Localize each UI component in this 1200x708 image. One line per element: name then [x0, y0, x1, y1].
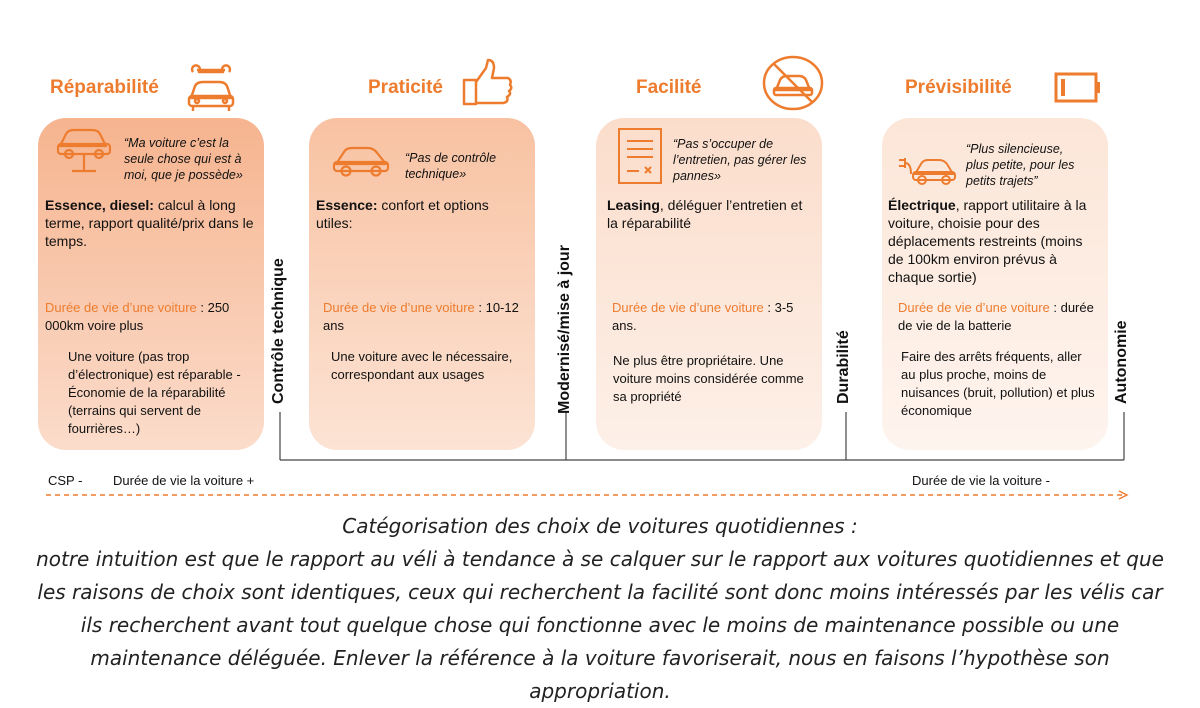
scale-csp: CSP - — [48, 473, 83, 488]
car-repair-icon — [187, 64, 235, 111]
divider-autonomie: Autonomie — [1113, 320, 1130, 404]
duration-previsibilite: Durée de vie d’une voiture : durée de vi… — [898, 300, 1094, 333]
desc-facilite: Leasing, déléguer l’entretien et la répa… — [607, 197, 803, 231]
electric-car-icon — [899, 158, 956, 185]
card-reparabilite — [38, 118, 264, 450]
caption-body: notre intuition est que le rapport au vé… — [36, 547, 1164, 703]
quote-reparabilite: “Ma voiture c’est la seule chose qui est… — [124, 136, 243, 182]
heading-facilite: Facilité — [636, 77, 702, 98]
divider-durabilite: Durabilité — [835, 330, 852, 404]
quote-praticite: “Pas de contrôle technique» — [405, 151, 497, 181]
contract-icon — [618, 128, 662, 184]
scale-left-label: Durée de vie la voiture + — [113, 473, 255, 488]
desc-previsibilite: Électrique, rapport utilitaire à la voit… — [888, 197, 1087, 285]
heading-praticite: Praticité — [368, 77, 443, 98]
note-facilite: Ne plus être propriétaire. Une voiture m… — [613, 353, 804, 404]
quote-facilite: “Pas s’occuper de l’entretien, pas gérer… — [673, 137, 807, 183]
duration-facilite: Durée de vie d’une voiture : 3-5 ans. — [612, 300, 794, 333]
desc-reparabilite: Essence, diesel: calcul à long terme, ra… — [45, 197, 254, 249]
caption-title: Catégorisation des choix de voitures quo… — [342, 514, 858, 538]
thumbs-up-icon — [462, 58, 513, 106]
note-previsibilite: Faire des arrêts fréquents, aller au plu… — [901, 349, 1095, 418]
quote-previsibilite: “Plus silencieuse, plus petite, pour les… — [966, 142, 1075, 188]
car-icon — [332, 146, 390, 177]
scale-right-label: Durée de vie la voiture - — [912, 473, 1051, 488]
battery-low-icon — [1054, 72, 1100, 103]
note-reparabilite: Une voiture (pas trop d’électronique) es… — [68, 349, 241, 436]
heading-reparabilite: Réparabilité — [50, 77, 159, 98]
heading-previsibilite: Prévisibilité — [905, 77, 1012, 98]
divider-controle-technique: Contrôle technique — [270, 258, 287, 404]
card-praticite — [309, 118, 535, 450]
note-praticite: Une voiture avec le nécessaire, correspo… — [331, 349, 513, 382]
desc-praticite: Essence: confort et options utiles: — [316, 197, 489, 231]
duration-reparabilite: Durée de vie d’une voiture : 250 000km v… — [45, 300, 230, 333]
car-lift-icon — [56, 128, 112, 173]
timeline-lines — [46, 412, 1129, 500]
divider-modernise: Modernisé/mise à jour — [556, 245, 573, 414]
duration-praticite: Durée de vie d’une voiture : 10-12 ans — [323, 300, 519, 333]
card-facilite — [596, 118, 822, 450]
no-car-icon — [762, 55, 824, 111]
